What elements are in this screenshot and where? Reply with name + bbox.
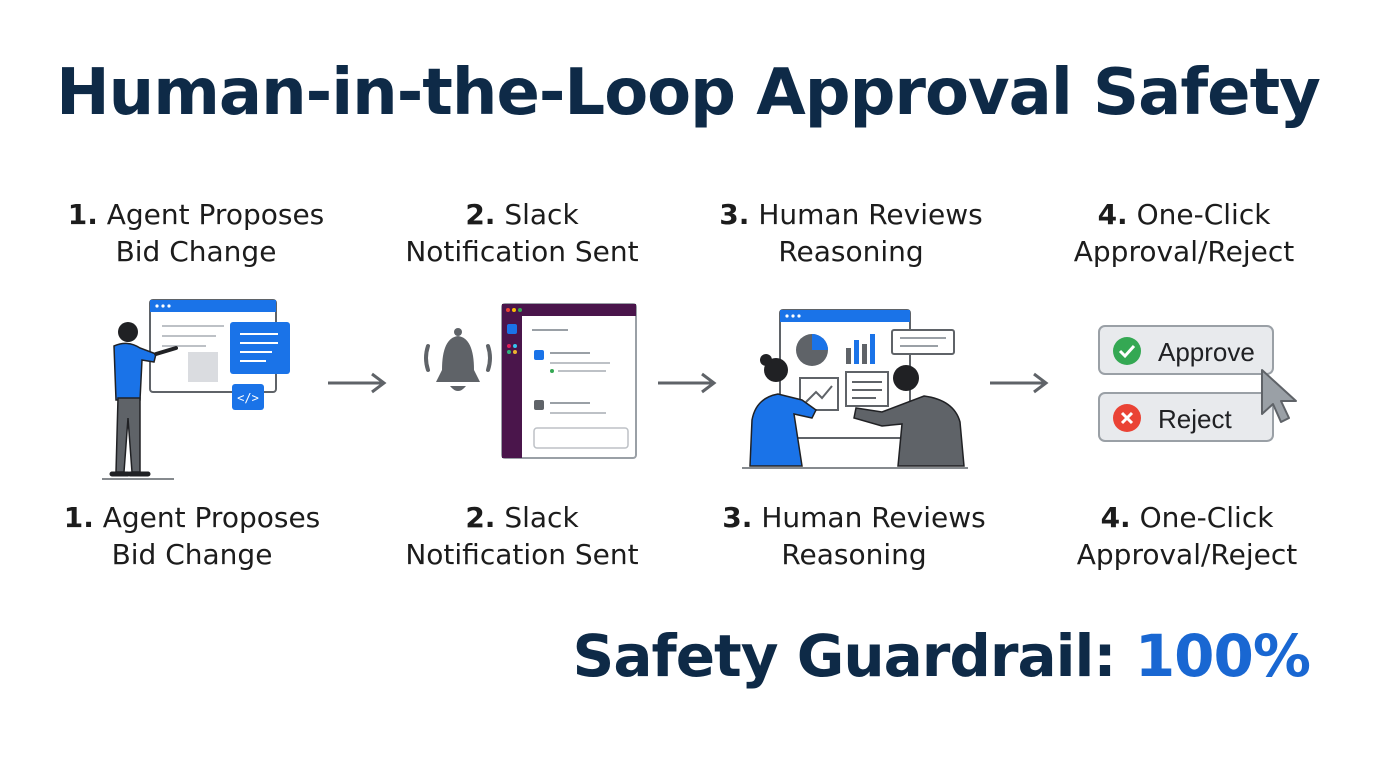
step-text-1: Slack (504, 198, 579, 231)
reject-label: Reject (1158, 404, 1232, 434)
step-2-label-bottom: 2. Slack Notification Sent (372, 499, 672, 573)
step-text-2: Notification Sent (405, 538, 639, 571)
step-text-2: Approval/Reject (1073, 235, 1295, 268)
step-text-2: Notification Sent (405, 235, 639, 268)
guardrail-label: Safety Guardrail: (572, 622, 1117, 690)
step-text-1: One-Click (1136, 198, 1271, 231)
step-number: 2. (465, 198, 496, 231)
agent-proposes-illustration: </> (102, 299, 290, 480)
arrow-icon (328, 372, 387, 394)
step-text-2: Bid Change (115, 235, 277, 268)
svg-text:</>: </> (237, 391, 259, 405)
step-4-label-bottom: 4. One-Click Approval/Reject (1037, 499, 1337, 573)
safety-guardrail-metric: Safety Guardrail: 100% (572, 622, 1311, 690)
step-1-label-top: 1. Agent Proposes Bid Change (46, 196, 346, 270)
step-number: 1. (67, 198, 98, 231)
step-number: 4. (1097, 198, 1128, 231)
approve-button[interactable]: Approve (1098, 325, 1274, 375)
step-text-1: Agent Proposes (106, 198, 325, 231)
reject-button[interactable]: Reject (1098, 392, 1274, 442)
step-text-2: Reasoning (781, 538, 927, 571)
step-number: 3. (722, 501, 753, 534)
step-text-1: One-Click (1139, 501, 1274, 534)
bell-icon (424, 328, 492, 391)
close-circle-icon (1113, 404, 1141, 432)
step-number: 2. (465, 501, 496, 534)
step-text-2: Bid Change (111, 538, 273, 571)
step-number: 1. (63, 501, 94, 534)
step-text-1: Human Reviews (758, 198, 983, 231)
step-2-label-top: 2. Slack Notification Sent (372, 196, 672, 270)
step-4-label-top: 4. One-Click Approval/Reject (1034, 196, 1334, 270)
page-title: Human-in-the-Loop Approval Safety (56, 56, 1321, 130)
cursor-icon (1261, 369, 1297, 423)
human-review-illustration (742, 309, 968, 469)
guardrail-value: 100% (1134, 622, 1311, 690)
step-number: 3. (719, 198, 750, 231)
step-number: 4. (1100, 501, 1131, 534)
step-text-1: Agent Proposes (102, 501, 321, 534)
slack-notification-illustration (424, 303, 637, 459)
step-text-2: Approval/Reject (1076, 538, 1298, 571)
arrow-icon (658, 372, 717, 394)
step-3-label-top: 3. Human Reviews Reasoning (701, 196, 1001, 270)
arrow-icon (990, 372, 1049, 394)
step-text-1: Human Reviews (761, 501, 986, 534)
check-circle-icon (1113, 337, 1141, 365)
step-1-label-bottom: 1. Agent Proposes Bid Change (42, 499, 342, 573)
approve-label: Approve (1158, 337, 1255, 367)
step-text-2: Reasoning (778, 235, 924, 268)
step-text-1: Slack (504, 501, 579, 534)
step-3-label-bottom: 3. Human Reviews Reasoning (704, 499, 1004, 573)
